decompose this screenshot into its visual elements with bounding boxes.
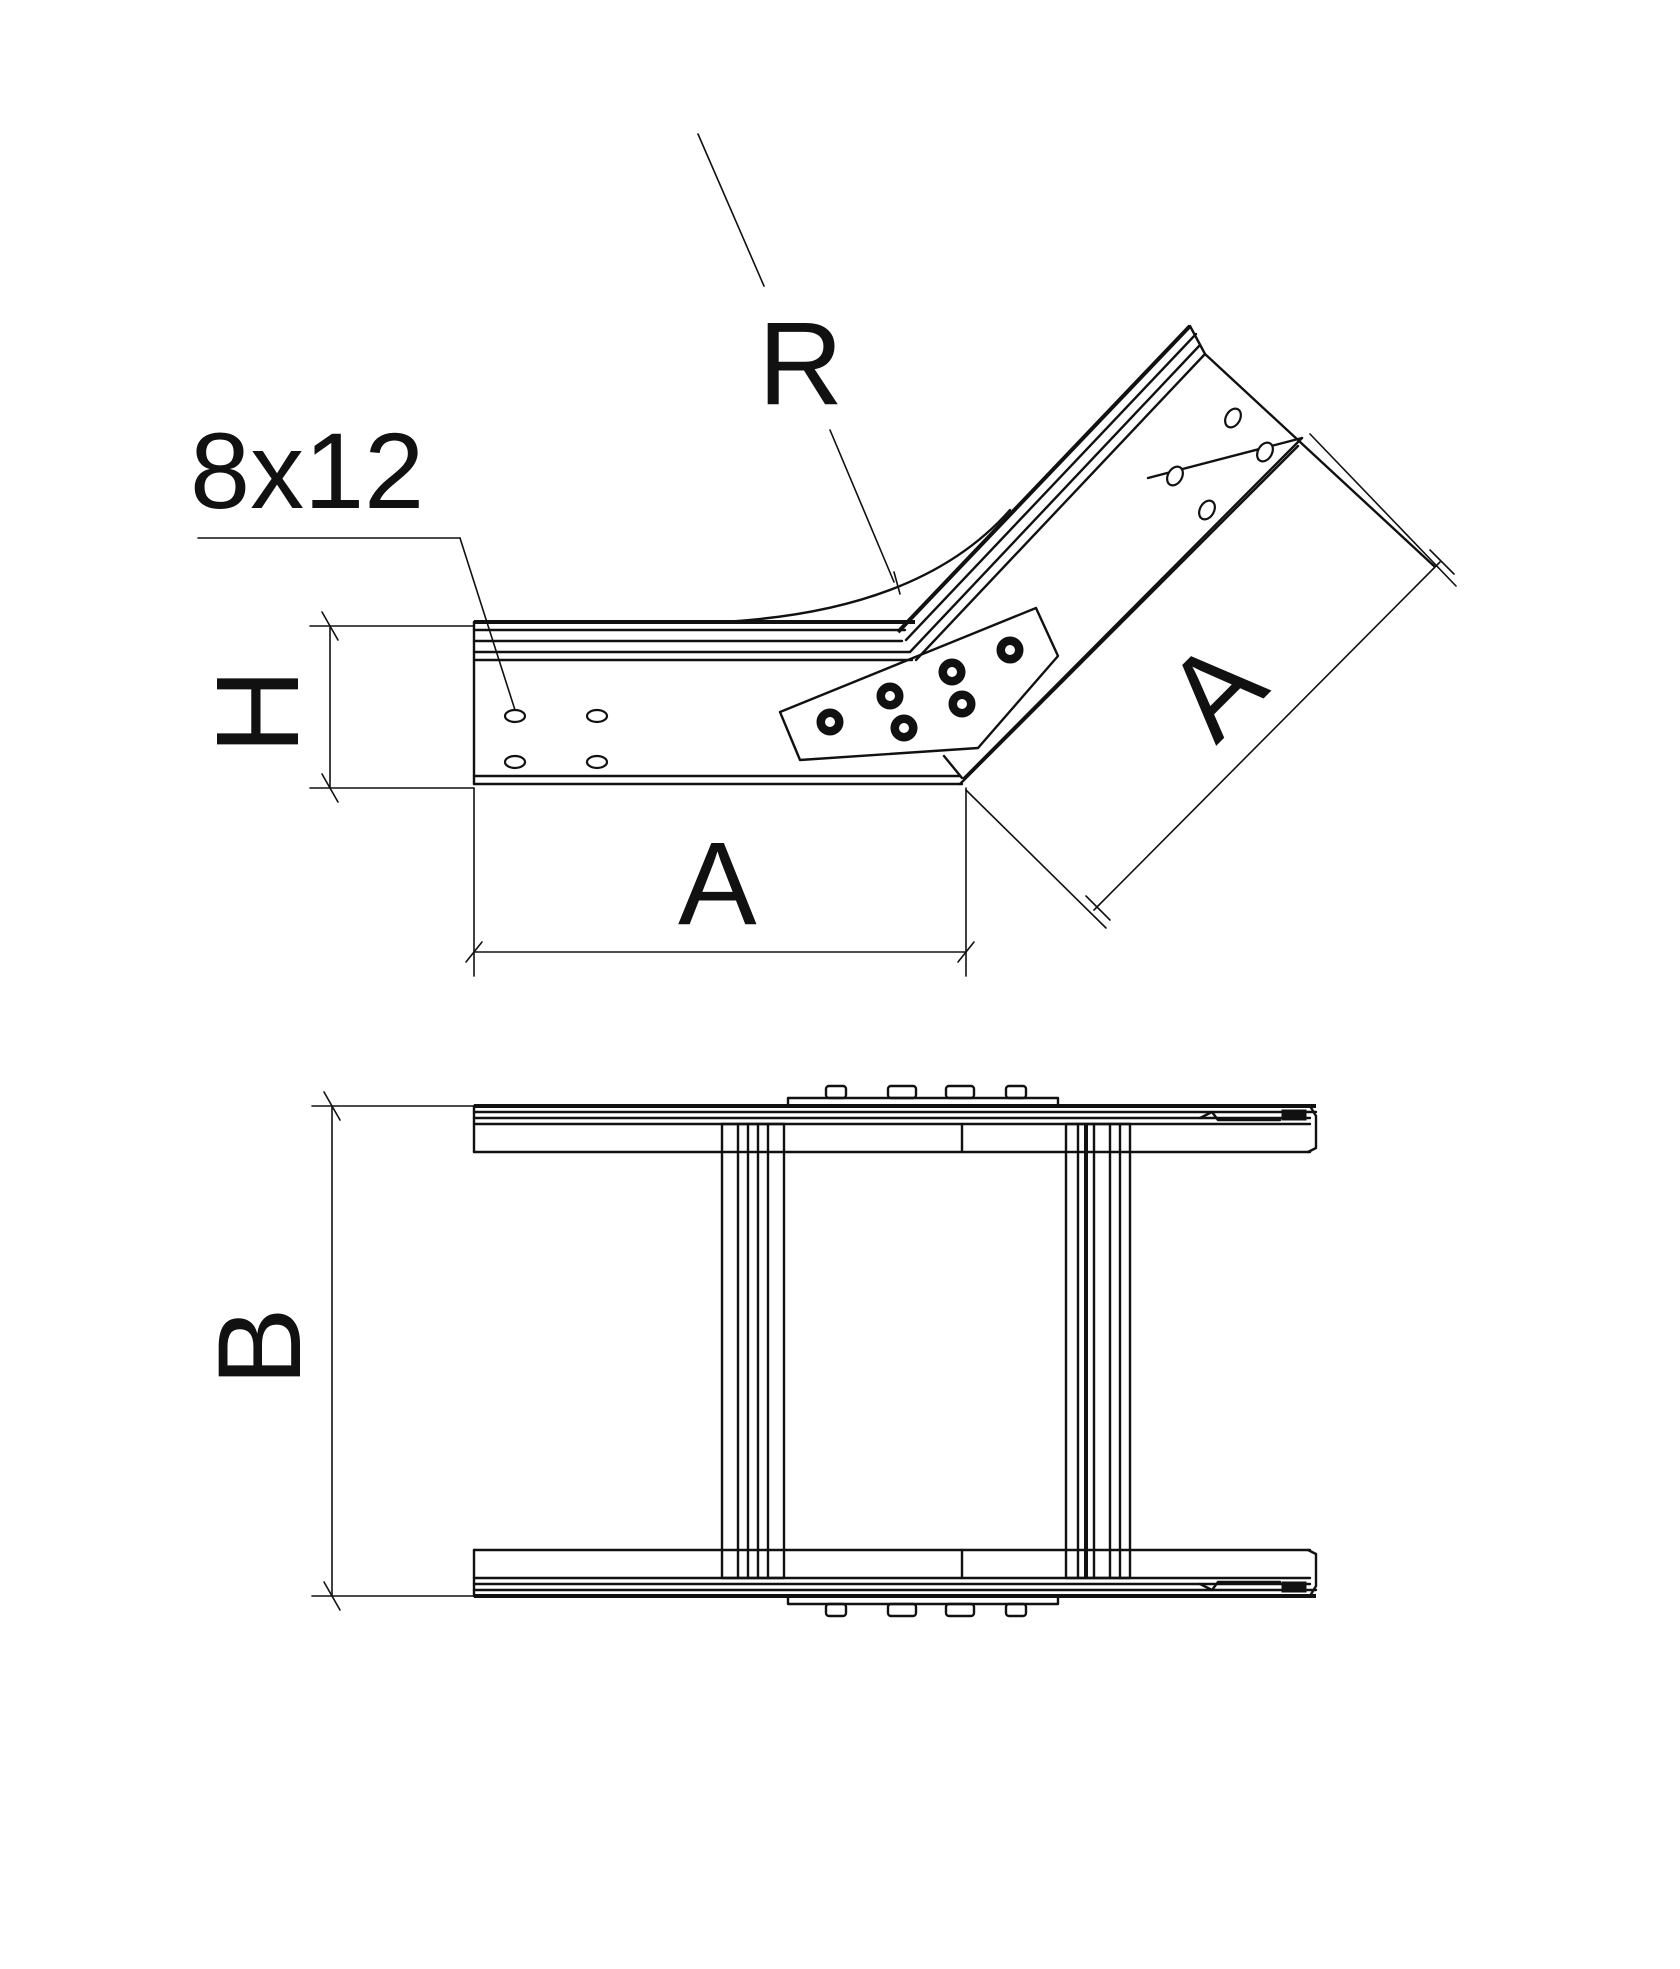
width-label: B bbox=[194, 1307, 326, 1386]
rung-right bbox=[1064, 1122, 1132, 1580]
angled-rail bbox=[896, 324, 1436, 786]
horizontal-rail bbox=[472, 620, 964, 786]
length-dimension-angled bbox=[965, 433, 1457, 929]
radius-leader bbox=[697, 133, 901, 595]
slotted-holes bbox=[503, 407, 1274, 770]
length-label-angled: A bbox=[1141, 615, 1290, 764]
hole-size-label: 8x12 bbox=[190, 410, 424, 531]
side-view: 8x12 R H A A bbox=[190, 133, 1457, 977]
top-side-rail bbox=[472, 1104, 1318, 1154]
bottom-splice-bolts bbox=[786, 1594, 1060, 1618]
height-dimension bbox=[309, 611, 475, 803]
width-dimension bbox=[311, 1091, 475, 1611]
height-label: H bbox=[192, 669, 324, 754]
top-view: B bbox=[194, 1084, 1318, 1618]
bend-arc bbox=[718, 508, 1012, 624]
rung-left bbox=[720, 1122, 786, 1580]
length-label-bottom: A bbox=[678, 818, 757, 950]
radius-label: R bbox=[758, 298, 843, 430]
top-splice-bolts bbox=[786, 1084, 1060, 1108]
length-dimension-bottom bbox=[465, 787, 975, 977]
splice-plate bbox=[778, 606, 1060, 780]
bottom-side-rail bbox=[472, 1548, 1318, 1598]
hole-leader bbox=[197, 537, 516, 711]
